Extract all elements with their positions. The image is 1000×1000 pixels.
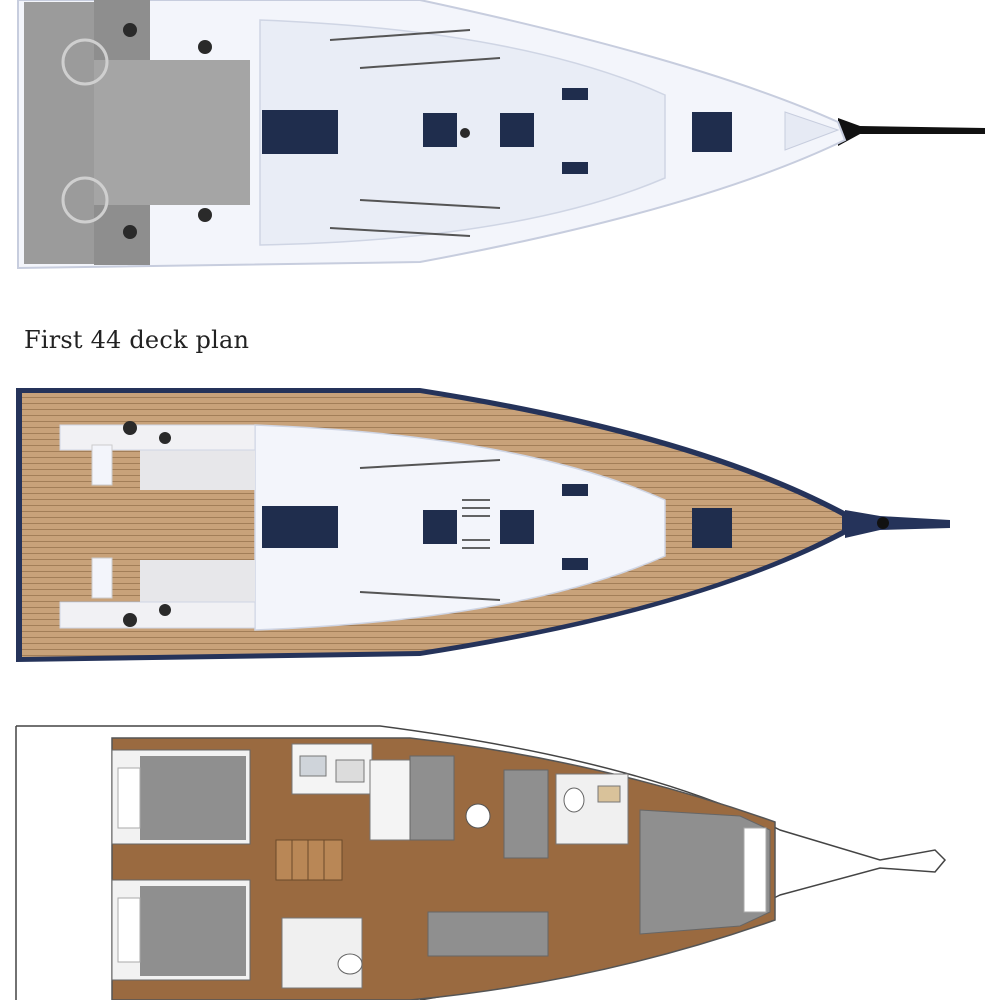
deck-plan-teak (0, 380, 1000, 670)
interior-layout-drawing (15, 725, 947, 1000)
deck-plan-teak-drawing (16, 388, 950, 662)
sofa-icon (409, 755, 455, 841)
cockpit-coamings (59, 424, 256, 629)
bed-icon (639, 809, 771, 935)
toilet-icon (337, 953, 363, 975)
sink-icon (597, 785, 621, 803)
stove-icon (335, 759, 365, 783)
helm-console-port (91, 444, 113, 486)
sofa-icon (503, 769, 549, 859)
head-compartment-aft (281, 917, 363, 989)
helm-console-starboard (91, 557, 113, 599)
bowsprit-icon (845, 510, 950, 538)
transom-platform (24, 2, 94, 264)
bow-locker (784, 111, 840, 151)
hatch-icon (262, 484, 732, 570)
helm-wheel-port-icon (61, 38, 109, 86)
hatch-icon (262, 88, 732, 174)
winch-icon (123, 421, 171, 627)
bed-icon (140, 886, 246, 976)
sink-icon (299, 755, 327, 777)
jib-track (359, 459, 501, 601)
bowsprit-icon (838, 118, 985, 146)
deck-plan-standard (0, 0, 1000, 275)
stairs-icon (275, 839, 343, 881)
winch-icon (123, 23, 470, 239)
helm-wheel-starboard-icon (61, 176, 109, 224)
pillow (743, 827, 767, 913)
anchor-roller-icon (877, 517, 889, 529)
deck-plan-caption: First 44 deck plan (24, 326, 250, 354)
pillow (117, 897, 141, 963)
coachroof (254, 424, 666, 631)
cockpit-seat-cushions (140, 450, 255, 602)
table-icon (465, 803, 491, 829)
bed-icon (140, 756, 246, 840)
galley-island (369, 759, 411, 841)
deck-plan-standard-drawing (17, 0, 985, 270)
toilet-icon (563, 787, 585, 813)
halyard-organiser (462, 499, 490, 549)
cockpit-floor (94, 60, 250, 205)
cockpit-benches (94, 0, 150, 265)
jib-track (329, 29, 501, 237)
interior-layout (0, 720, 1000, 1000)
pillow (117, 767, 141, 829)
sofa-icon (427, 911, 549, 957)
